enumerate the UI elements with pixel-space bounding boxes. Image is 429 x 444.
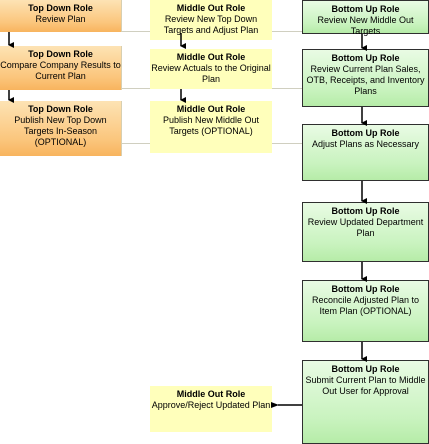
role-label: Middle Out Role <box>176 3 246 13</box>
step-description: Adjust Plans as Necessary <box>311 139 420 149</box>
bottom-up-step-1: Bottom Up Role Review New Middle Out Tar… <box>302 0 429 36</box>
bottom-up-step-4: Bottom Up Role Review Updated Department… <box>302 202 429 262</box>
top-down-step-2: Top Down Role Compare Company Results to… <box>0 46 122 90</box>
role-label: Top Down Role <box>28 3 93 13</box>
role-label: Bottom Up Role <box>331 284 400 294</box>
step-description: Review Current Plan Sales, OTB, Receipts… <box>306 64 425 96</box>
bottom-up-step-2: Bottom Up Role Review Current Plan Sales… <box>302 49 429 107</box>
middle-out-step-4: Middle Out Role Approve/Reject Updated P… <box>150 386 272 432</box>
step-description: Review New Middle Out Targets <box>317 15 414 36</box>
step-description: Review Updated Department Plan <box>307 217 424 238</box>
bottom-up-step-3: Bottom Up Role Adjust Plans as Necessary <box>302 124 429 181</box>
role-label: Bottom Up Role <box>331 206 400 216</box>
role-label: Bottom Up Role <box>331 128 400 138</box>
step-description: Review Actuals to the Original Plan <box>151 63 271 84</box>
step-description: Publish New Middle Out Targets (OPTIONAL… <box>162 115 260 136</box>
role-label: Top Down Role <box>28 49 93 59</box>
role-label: Middle Out Role <box>176 52 246 62</box>
step-description: Approve/Reject Updated Plan <box>151 400 271 410</box>
role-label: Bottom Up Role <box>331 364 400 374</box>
role-label: Top Down Role <box>28 104 93 114</box>
top-down-step-1: Top Down Role Review Plan <box>0 0 122 32</box>
role-label: Bottom Up Role <box>331 53 400 63</box>
step-description: Submit Current Plan to Middle Out User f… <box>305 375 426 396</box>
top-down-step-3: Top Down Role Publish New Top Down Targe… <box>0 101 122 156</box>
step-description: Compare Company Results to Current Plan <box>0 60 121 81</box>
step-description: Reconcile Adjusted Plan to Item Plan (OP… <box>311 295 420 316</box>
step-description: Review Plan <box>35 14 86 24</box>
role-label: Bottom Up Role <box>331 4 400 14</box>
step-description: Publish New Top Down Targets In-Season (… <box>14 115 107 147</box>
middle-out-step-3: Middle Out Role Publish New Middle Out T… <box>150 101 272 153</box>
step-description: Review New Top Down Targets and Adjust P… <box>163 14 259 35</box>
role-label: Middle Out Role <box>176 389 246 399</box>
bottom-up-step-5: Bottom Up Role Reconcile Adjusted Plan t… <box>302 280 429 342</box>
middle-out-step-2: Middle Out Role Review Actuals to the Or… <box>150 49 272 89</box>
role-label: Middle Out Role <box>176 104 246 114</box>
middle-out-step-1: Middle Out Role Review New Top Down Targ… <box>150 0 272 40</box>
